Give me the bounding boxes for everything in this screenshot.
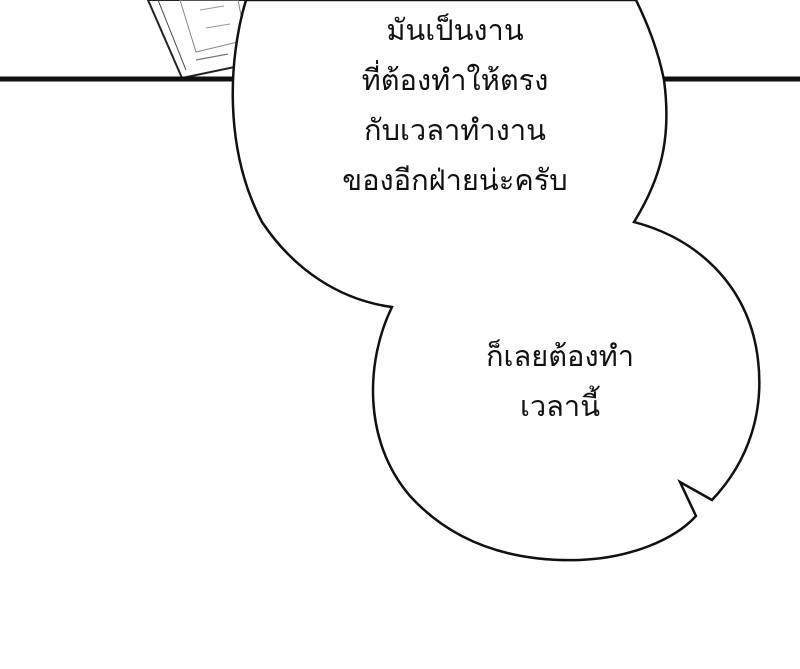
speech-line: ของอีกฝ่ายน่ะครับ bbox=[342, 163, 568, 197]
speech-line: ก็เลยต้องทำ bbox=[485, 339, 635, 373]
speech-line: ที่ต้องทำให้ตรง bbox=[361, 63, 549, 97]
speech-bubble-outline bbox=[231, 0, 761, 562]
speech-bubble-2-text: ก็เลยต้องทำ เวลานี้ bbox=[440, 331, 680, 431]
speech-bubble-1-text: มันเป็นงาน ที่ต้องทำให้ตรง กับเวลาทำงาน … bbox=[300, 5, 610, 205]
speech-line: กับเวลาทำงาน bbox=[364, 113, 546, 147]
speech-line: เวลานี้ bbox=[519, 389, 601, 423]
speech-line: มันเป็นงาน bbox=[386, 13, 524, 47]
